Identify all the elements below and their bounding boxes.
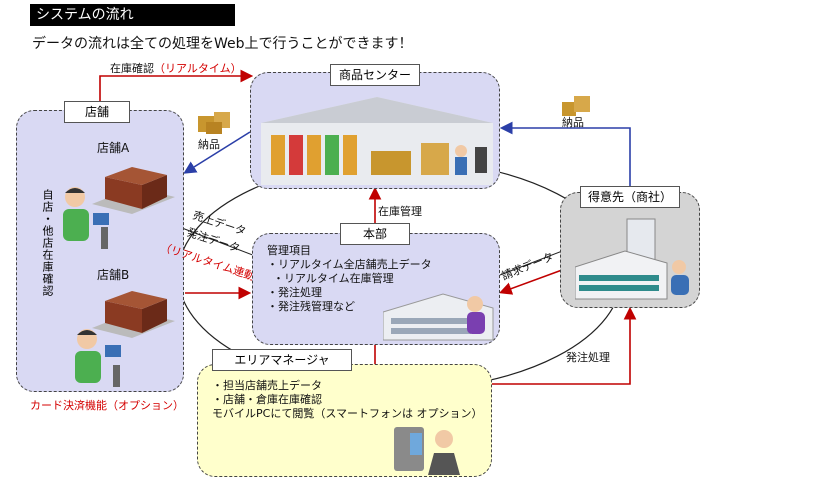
supplier-tag: 得意先（商社） xyxy=(580,186,680,208)
area-items: ・担当店舗売上データ ・店舗・倉庫在庫確認 モバイルPCにて閲覧（スマートフォン… xyxy=(212,379,483,420)
page-subtitle: データの流れは全ての処理をWeb上で行うことができます！ xyxy=(32,36,413,52)
supplier-panel xyxy=(560,192,700,308)
store-a-building-icon xyxy=(92,167,175,214)
delivery-right-arrow xyxy=(499,121,631,190)
delivery-right-label: 納品 xyxy=(562,116,584,129)
staff-a-icon xyxy=(63,187,109,249)
delivery-box-left-icon xyxy=(198,112,230,134)
area-tag: エリアマネージャ xyxy=(212,349,352,371)
area-panel: ・担当店舗売上データ ・店舗・倉庫在庫確認 モバイルPCにて閲覧（スマートフォン… xyxy=(197,364,492,477)
area-manager-image xyxy=(394,427,460,475)
hq-building-image xyxy=(383,293,494,341)
store-panel: 自店・他店在庫確認 店舗A 店舗B xyxy=(16,110,184,392)
store-b-label: 店舗B xyxy=(97,268,130,282)
store-tag: 店舗 xyxy=(64,101,130,123)
store-side-text: 自店・他店在庫確認 xyxy=(41,189,54,297)
store-a-label: 店舗A xyxy=(97,141,130,155)
area-mobile-note: モバイルPCにて閲覧（スマートフォンは オプション） xyxy=(212,407,483,420)
delivery-left-label: 納品 xyxy=(198,138,220,151)
stock-check-arrow xyxy=(99,69,254,103)
hq-items: 管理項目 ・リアルタイム全店舗売上データ ・リアルタイム在庫管理 ・発注処理 ・… xyxy=(267,244,432,313)
stock-check-label: 在庫確認（リアルタイム） xyxy=(110,62,242,75)
center-tag: 商品センター xyxy=(330,64,420,86)
supplier-building-image xyxy=(575,218,689,300)
card-option-label: カード決済機能（オプション） xyxy=(30,399,184,412)
inventory-label: 在庫管理 xyxy=(378,205,422,218)
warehouse-image xyxy=(261,97,493,185)
staff-b-icon xyxy=(75,329,121,387)
order-process-arrow xyxy=(492,306,637,385)
store-b-building-icon xyxy=(92,291,175,338)
delivery-box-right-icon xyxy=(562,96,590,116)
page-title: システムの流れ xyxy=(30,4,235,26)
billing-arrow xyxy=(498,269,563,295)
order-process-label: 発注処理 xyxy=(566,351,610,364)
hq-tag: 本部 xyxy=(340,223,410,245)
hq-panel: 管理項目 ・リアルタイム全店舗売上データ ・リアルタイム在庫管理 ・発注処理 ・… xyxy=(252,233,500,345)
delivery-left-arrow xyxy=(183,131,251,174)
center-panel xyxy=(250,72,500,189)
